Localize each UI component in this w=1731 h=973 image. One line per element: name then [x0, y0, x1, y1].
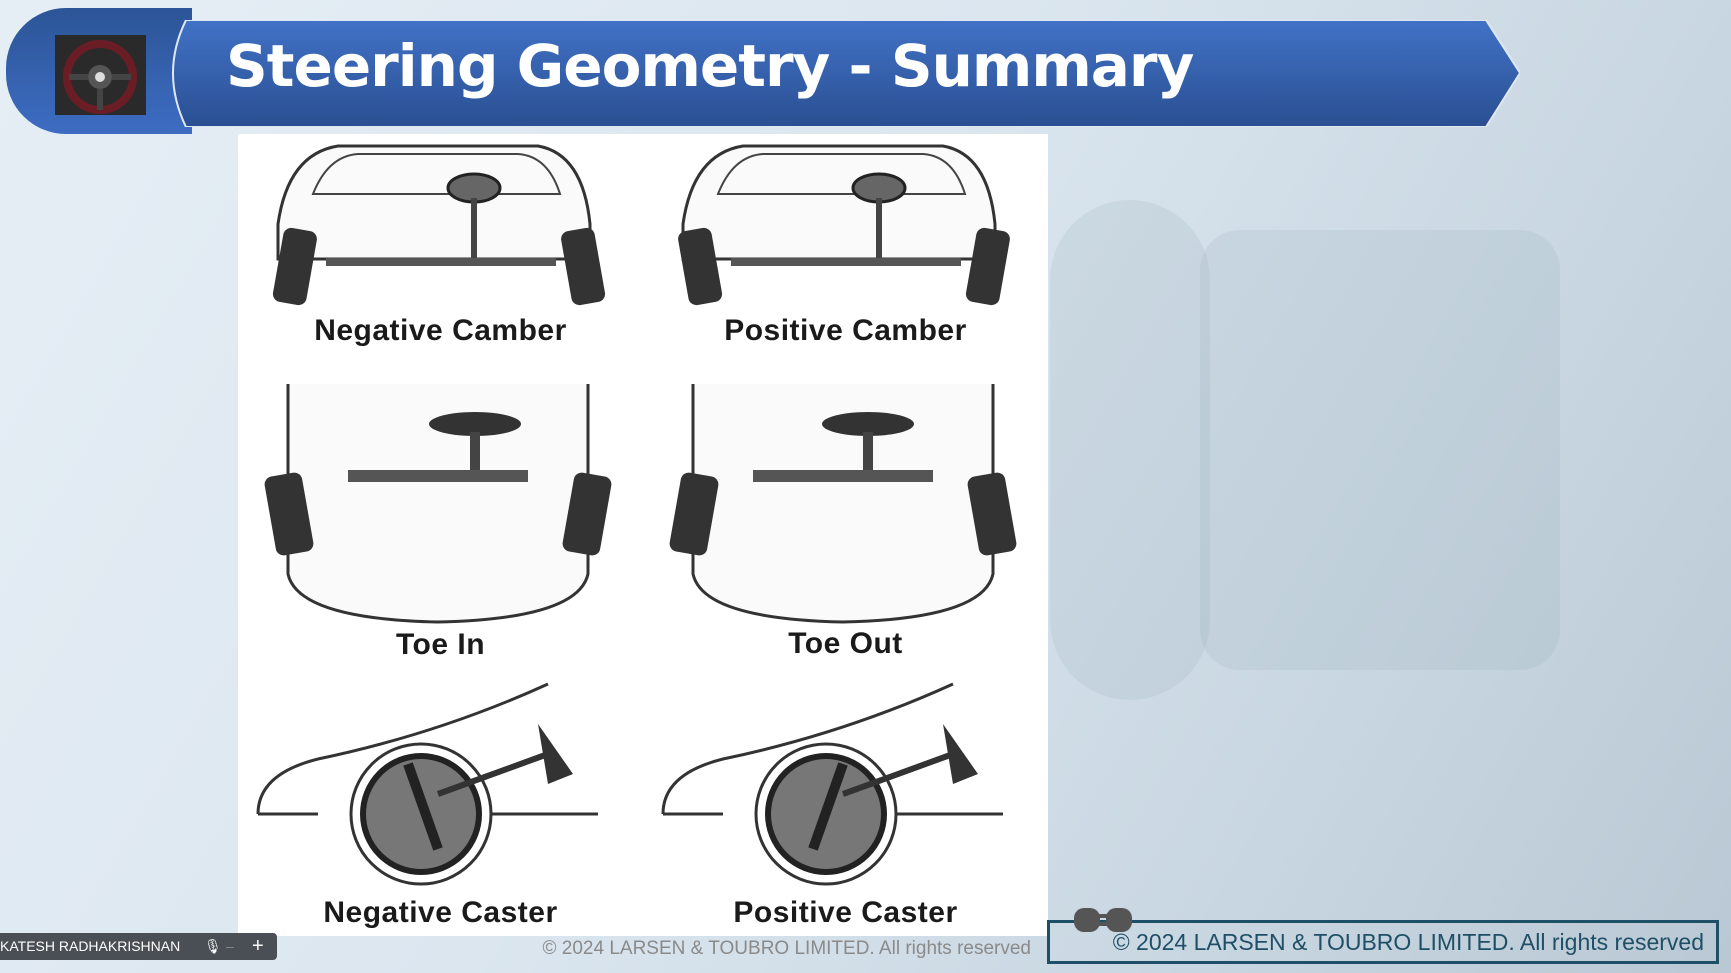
caption-negative-camber: Negative Camber	[314, 314, 567, 347]
caption-toe-out: Toe Out	[788, 627, 903, 660]
car-top-icon	[669, 384, 1017, 624]
car-side-icon	[661, 682, 1003, 886]
background-car-shape	[1050, 200, 1210, 700]
presenter-name: KATESH RADHAKRISHNAN	[0, 938, 181, 954]
plug-icon	[1072, 904, 1136, 936]
caption-positive-caster: Positive Caster	[733, 896, 958, 929]
negative-camber-diagram: Negative Camber	[238, 134, 643, 401]
car-top-icon	[264, 384, 612, 624]
toe-in-diagram	[238, 374, 643, 641]
slide-title: Steering Geometry - Summary	[226, 32, 1194, 100]
negative-caster-diagram: Negative Caster	[238, 664, 643, 931]
footer-copyright: © 2024 LARSEN & TOUBRO LIMITED. All righ…	[1047, 920, 1719, 964]
caption-toe-in: Toe In	[395, 628, 486, 661]
steering-wheel-image	[55, 35, 146, 115]
positive-caster-diagram: Positive Caster	[643, 664, 1048, 931]
divider: –	[226, 938, 234, 954]
car-front-icon	[272, 144, 606, 306]
caption-negative-caster: Negative Caster	[323, 896, 558, 929]
logo-block	[6, 8, 192, 134]
presenter-name-tag: KATESH RADHAKRISHNAN 🎙 – +	[0, 933, 277, 960]
microphone-icon[interactable]: 🎙	[204, 938, 222, 954]
steering-geometry-diagram: Negative Camber Positive Camber	[238, 134, 1048, 936]
positive-camber-diagram: Positive Camber	[643, 134, 1048, 401]
toe-out-diagram	[643, 374, 1048, 641]
caption-positive-camber: Positive Camber	[724, 314, 967, 347]
car-side-icon	[256, 682, 598, 886]
footer-watermark: © 2024 LARSEN & TOUBRO LIMITED. All righ…	[542, 938, 1031, 959]
title-banner: Steering Geometry - Summary	[166, 20, 1520, 127]
plus-icon[interactable]: +	[252, 935, 264, 957]
car-front-icon	[678, 144, 1010, 306]
background-charger-shape	[1200, 230, 1560, 670]
